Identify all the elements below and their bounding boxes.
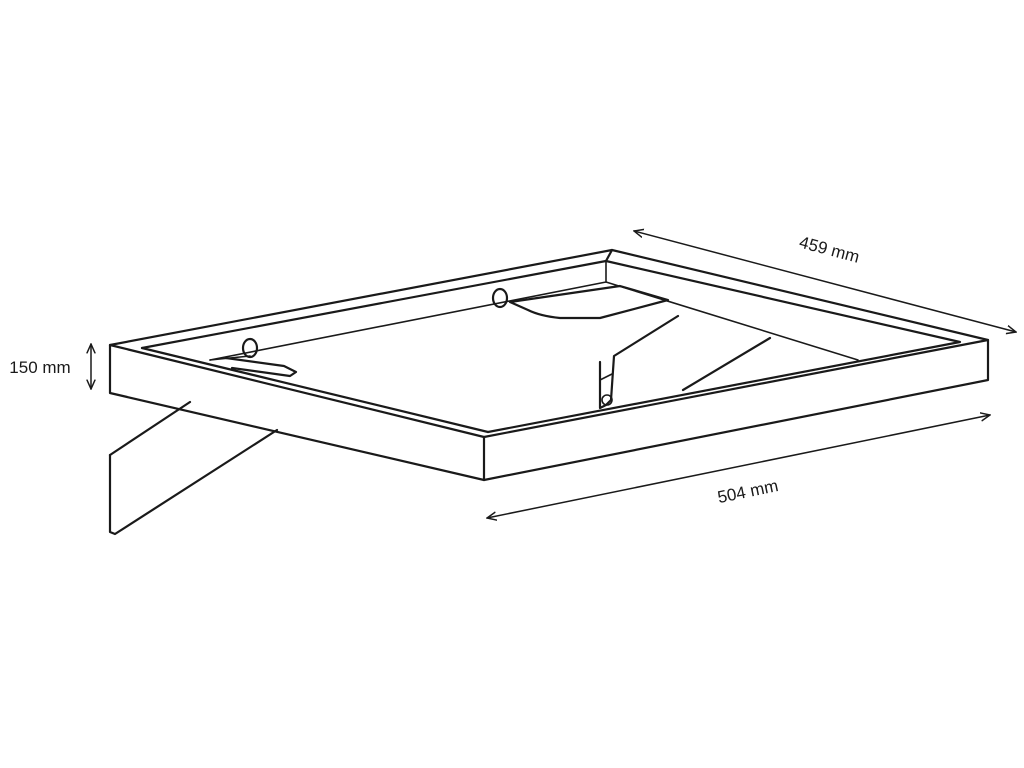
right-clip-hole-icon bbox=[491, 287, 509, 309]
bracket-screw-icon bbox=[601, 394, 613, 406]
left-clip-hole-icon bbox=[241, 337, 259, 359]
height-dimension: 150 mm bbox=[9, 344, 91, 389]
width-arrow bbox=[487, 415, 990, 518]
right-wall-bracket bbox=[598, 314, 772, 410]
depth-arrow bbox=[634, 231, 1016, 332]
depth-label: 459 mm bbox=[797, 233, 861, 267]
height-label: 150 mm bbox=[9, 358, 70, 377]
width-label: 504 mm bbox=[716, 476, 780, 507]
right-mounting-clip bbox=[491, 284, 670, 320]
left-mounting-clip bbox=[224, 337, 298, 378]
shelf-tray bbox=[108, 248, 990, 482]
left-wall-bracket bbox=[108, 400, 279, 536]
